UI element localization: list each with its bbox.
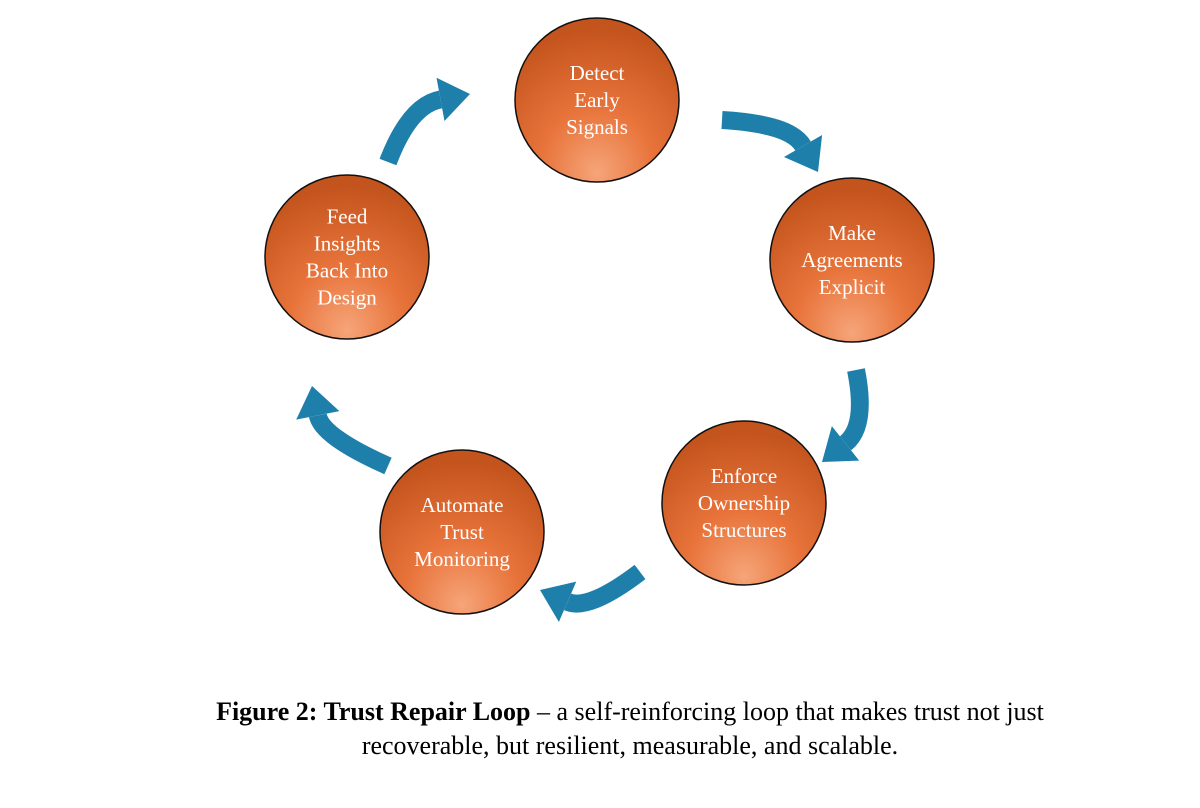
node-circle (379, 449, 545, 615)
arrow-shaft (839, 368, 869, 451)
arrow-head (540, 581, 577, 623)
node-label-line: Feed (327, 205, 368, 229)
node-label-line: Detect (570, 61, 625, 85)
curved-arrow-icon (822, 368, 869, 462)
node-label-line: Early (574, 88, 620, 112)
node-label-line: Monitoring (414, 547, 510, 571)
arrow-shaft (721, 111, 811, 152)
arrow-head (783, 135, 823, 172)
node-circle (264, 174, 430, 340)
arrow-head (822, 426, 860, 462)
node-label-line: Signals (566, 115, 628, 139)
node-circle (514, 17, 680, 183)
arrow-shaft (379, 90, 443, 166)
figure-caption: Figure 2: Trust Repair Loop – a self-rei… (150, 695, 1110, 763)
node-label-line: Trust (440, 520, 484, 544)
node-circle (661, 420, 827, 586)
curved-arrow-icon (721, 111, 823, 172)
caption-text: – a self-reinforcing loop that makes tru… (361, 697, 1044, 760)
node-label-line: Insights (314, 232, 381, 256)
curved-arrow-icon (379, 77, 470, 166)
node-label-line: Explicit (819, 275, 886, 299)
node-circle (769, 177, 935, 343)
node-label-line: Structures (701, 518, 786, 542)
node-label-line: Back Into (306, 259, 388, 283)
arrow-shaft (308, 412, 392, 475)
curved-arrow-icon (296, 386, 392, 475)
node-label-line: Agreements (801, 248, 902, 272)
arrow-shaft (564, 564, 646, 613)
node-label-line: Ownership (698, 491, 790, 515)
curved-arrow-icon (540, 564, 646, 623)
node-label-line: Design (317, 286, 377, 310)
trust-repair-loop-diagram: DetectEarlySignalsMakeAgreementsExplicit… (264, 17, 935, 623)
node-label-line: Enforce (711, 464, 777, 488)
node-label-line: Make (828, 221, 876, 245)
caption-title: Figure 2: Trust Repair Loop (216, 697, 531, 726)
node-label-line: Automate (421, 493, 504, 517)
arrow-head (296, 386, 340, 420)
arrow-head (436, 77, 470, 122)
